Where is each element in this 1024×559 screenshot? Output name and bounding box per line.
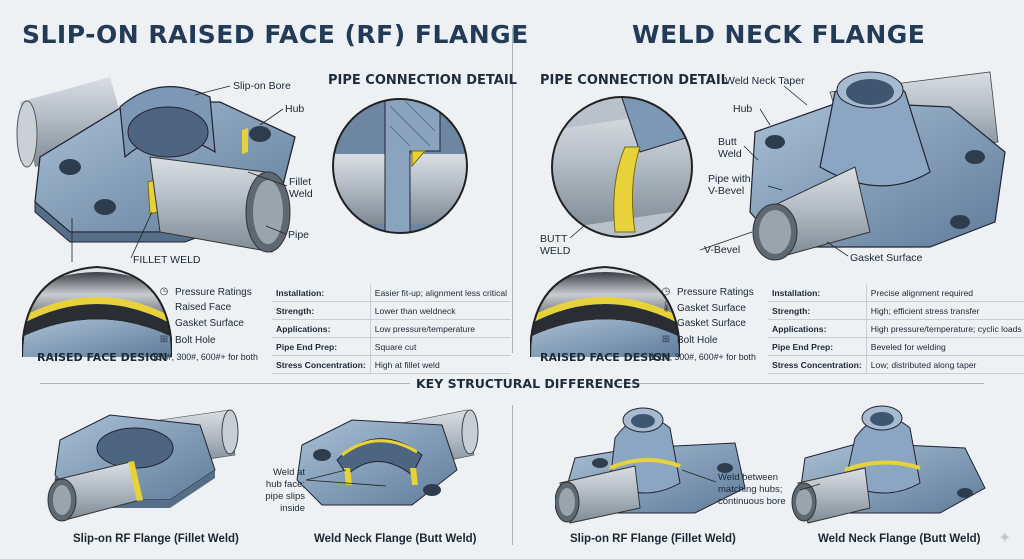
small-weld-neck-2: [791, 405, 986, 524]
spec-key: Pipe End Prep:: [272, 337, 371, 356]
caption-3: Slip-on RF Flange (Fillet Weld): [570, 533, 736, 545]
callout-pipe-v-bevel: Pipe with V-Bevel: [708, 173, 751, 197]
sparkle-icon: ✦: [998, 530, 1012, 547]
bolt-hole-icon: ⊞: [159, 334, 169, 345]
callout-fillet-weld-caps: FILLET WELD: [133, 254, 201, 266]
legend-label: Gasket Surface: [175, 318, 244, 329]
thermometer-icon: 🌡: [660, 302, 673, 313]
legend-label: Bolt Hole: [677, 334, 718, 346]
callout-gasket-surface: Gasket Surface: [850, 252, 923, 264]
caption-1: Slip-on RF Flange (Fillet Weld): [73, 533, 239, 545]
spec-key: Installation:: [768, 284, 867, 302]
spec-key: Installation:: [272, 284, 371, 302]
callout-hub: Hub: [285, 103, 305, 115]
spec-row: Stress Concentration:High at fillet weld: [272, 355, 512, 374]
small-weld-neck-1: [555, 407, 746, 524]
legend-bolt-hole-right: ⊞ Bolt Hole: [660, 334, 718, 346]
spec-value: High pressure/temperature; cyclic loads: [866, 319, 1024, 338]
legend-gasket-surface: Gasket Surface: [175, 318, 244, 329]
spec-value: High; efficient stress transfer: [866, 301, 1024, 320]
spec-row: Pipe End Prep:Beveled for welding: [768, 337, 1024, 356]
bolt-hole-icon: ⊞: [661, 334, 671, 345]
note-weld-between-hubs: Weld between matching hubs; continuous b…: [718, 472, 786, 507]
callout-fillet-weld: Fillet Weld: [289, 176, 313, 200]
spec-value: Square cut: [370, 337, 512, 356]
spec-value: Low pressure/temperature: [370, 319, 512, 338]
callout-butt-weld-caps: BUTT WELD: [540, 233, 571, 257]
left-raised-face-detail: [22, 265, 172, 357]
left-face-title: RAISED FACE DESIGN: [37, 351, 168, 364]
spec-row: Applications:Low pressure/temperature: [272, 319, 512, 338]
vertical-divider: [512, 28, 513, 353]
legend-label: Pressure Ratings: [175, 286, 252, 298]
left-connection-detail: [332, 98, 468, 234]
divider-left: [40, 383, 410, 384]
spec-row: Pipe End Prep:Square cut: [272, 337, 512, 356]
legend-pressure-ratings-right: ◷ Pressure Ratings: [660, 286, 754, 298]
spec-key: Applications:: [768, 319, 867, 338]
legend-label: Pressure Ratings: [677, 286, 754, 298]
vertical-divider-bottom: [512, 405, 513, 545]
spec-row: Strength:High; efficient stress transfer: [768, 301, 1024, 320]
right-raised-face-detail: [530, 265, 680, 357]
left-leader-lines: [71, 85, 288, 262]
legend-label: Bolt Hole: [175, 334, 216, 346]
gauge-icon: ◷: [661, 286, 671, 297]
spec-value: Beveled for welding: [866, 337, 1024, 356]
spec-row: Installation:Easier fit-up; alignment le…: [272, 284, 512, 302]
left-detail-title: PIPE CONNECTION DETAIL: [328, 73, 517, 88]
legend-gasket-surface-right-2: Gasket Surface: [677, 318, 746, 329]
callout-hub-right: Hub: [733, 103, 753, 115]
divider-right: [614, 383, 984, 384]
caption-4: Weld Neck Flange (Butt Weld): [818, 533, 981, 545]
small-slip-on-2: [296, 409, 479, 506]
spec-value: Low; distributed along taper: [866, 355, 1024, 374]
callout-slip-on-bore: Slip-on Bore: [233, 80, 291, 92]
right-ratings: 150#, 300#, 600#+ for both: [650, 352, 756, 362]
spec-key: Strength:: [272, 301, 371, 320]
spec-key: Stress Concentration:: [768, 355, 867, 374]
spec-row: Applications:High pressure/temperature; …: [768, 319, 1024, 338]
spec-key: Strength:: [768, 301, 867, 320]
callout-v-bevel: V-Bevel: [704, 244, 741, 256]
small-slip-on-1: [47, 409, 239, 522]
legend-bolt-hole: ⊞ Bolt Hole: [158, 334, 216, 346]
left-ratings: 150#, 300#, 600#+ for both: [152, 352, 258, 362]
spec-value: Precise alignment required: [866, 284, 1024, 302]
left-spec-table: Installation:Easier fit-up; alignment le…: [272, 284, 512, 374]
callout-pipe: Pipe: [288, 229, 310, 241]
right-connection-detail: [551, 96, 693, 238]
spec-value: Easier fit-up; alignment less critical: [370, 284, 512, 302]
legend-gasket-surface-right: 🌡 Gasket Surface: [660, 302, 746, 314]
right-detail-title: PIPE CONNECTION DETAIL: [540, 73, 729, 88]
legend-raised-face: Raised Face: [175, 302, 231, 313]
spec-key: Pipe End Prep:: [768, 337, 867, 356]
spec-key: Applications:: [272, 319, 371, 338]
spec-row: Stress Concentration:Low; distributed al…: [768, 355, 1024, 374]
legend-label: Raised Face: [175, 302, 232, 313]
bottom-title: KEY STRUCTURAL DIFFERENCES: [416, 376, 641, 391]
spec-row: Strength:Lower than weldneck: [272, 301, 512, 320]
slip-on-flange-illustration: [16, 77, 296, 253]
legend-label: Gasket Surface: [677, 302, 746, 314]
right-face-title: RAISED FACE DESIGN: [540, 351, 671, 364]
callout-weld-neck-taper: Weld Neck Taper: [725, 75, 805, 87]
weld-neck-flange-illustration: [749, 71, 1006, 261]
spec-value: Lower than weldneck: [370, 301, 512, 320]
callout-butt-weld: Butt Weld: [718, 136, 742, 160]
spec-value: High at fillet weld: [370, 355, 512, 374]
spec-key: Stress Concentration:: [272, 355, 371, 374]
spec-row: Installation:Precise alignment required: [768, 284, 1024, 302]
gauge-icon: ◷: [159, 286, 169, 297]
legend-label: Gasket Surface: [677, 318, 746, 329]
caption-2: Weld Neck Flange (Butt Weld): [314, 533, 477, 545]
right-title: WELD NECK FLANGE: [632, 20, 926, 49]
left-title: SLIP-ON RAISED FACE (RF) FLANGE: [22, 20, 529, 49]
note-weld-at-hub-face: Weld at hub face; pipe slips inside: [265, 467, 305, 514]
legend-pressure-ratings: ◷ Pressure Ratings: [158, 286, 252, 298]
